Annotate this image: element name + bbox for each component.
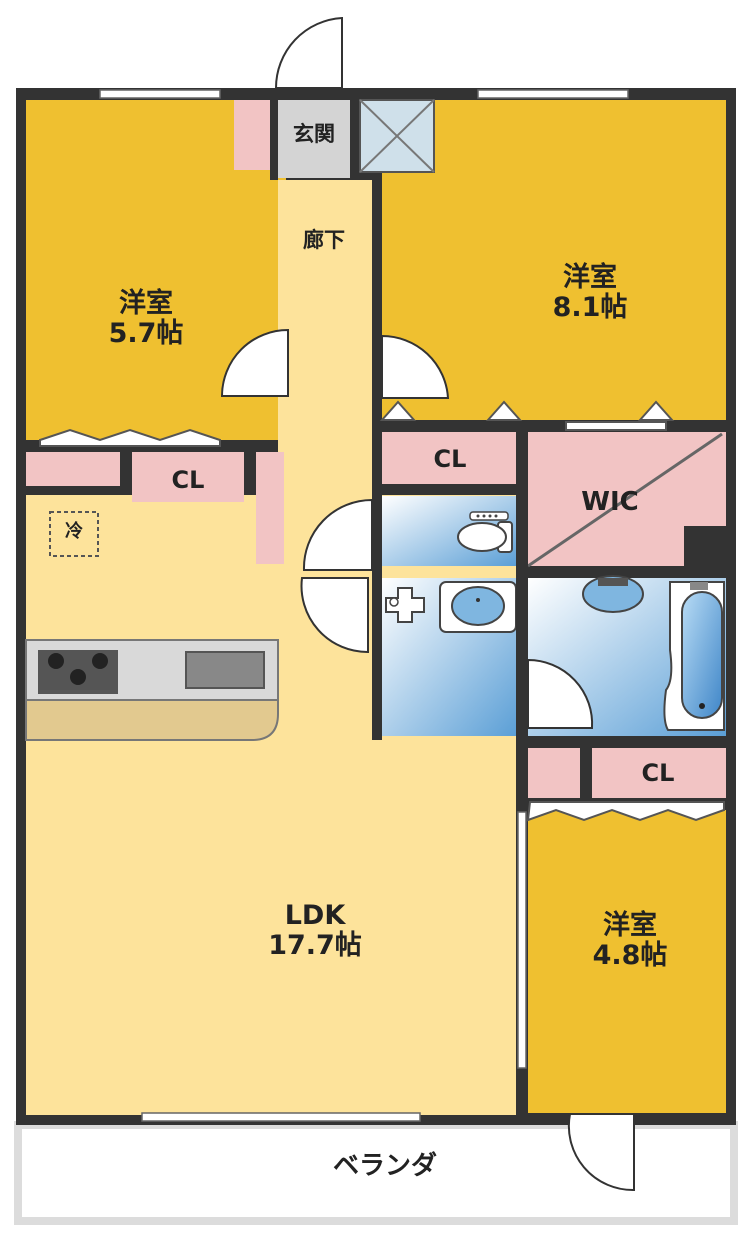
closet-se: [592, 748, 726, 798]
room-name-western-se: 洋室: [603, 910, 657, 941]
bathtub-icon: [663, 581, 725, 731]
closet-label-w: CL: [171, 466, 205, 494]
stove-icon: [38, 650, 118, 694]
door-bath: [527, 658, 594, 729]
window-ne: [477, 89, 629, 99]
window-nw: [99, 89, 221, 99]
room-size-western-ne: 8.1帖: [552, 292, 628, 323]
room-size-western-nw: 5.7帖: [108, 318, 184, 349]
door-veranda: [567, 1113, 635, 1192]
door-ldk: [300, 577, 369, 654]
door-entrance: [274, 16, 343, 89]
bath-sink-icon: [582, 575, 644, 613]
closet-label-mid: CL: [433, 445, 467, 473]
window-se: [517, 811, 527, 1069]
closet-label-se: CL: [641, 759, 675, 787]
room-size-ldk: 17.7帖: [268, 930, 362, 961]
window-ldk: [141, 1112, 421, 1122]
closet-mid: [382, 432, 516, 484]
room-western-ne: [382, 100, 726, 420]
room-western-se: [528, 810, 726, 1113]
sink-icon: [185, 651, 265, 689]
washer-tap-icon: [385, 587, 425, 623]
room-size-western-se: 4.8帖: [592, 940, 668, 971]
closet-shoe: [26, 452, 120, 486]
closet-w: [132, 452, 244, 502]
toilet-icon: [457, 511, 513, 553]
fridge-label: 冷: [65, 521, 83, 542]
room-name-western-ne: 洋室: [563, 262, 617, 293]
door-nw: [220, 328, 289, 397]
entrance-label: 玄関: [293, 122, 335, 146]
door-ne: [381, 334, 450, 399]
room-name-western-nw: 洋室: [119, 288, 173, 319]
fridge-space: [49, 511, 99, 557]
hallway-label: 廊下: [303, 228, 345, 252]
room-name-ldk: LDK: [284, 900, 346, 931]
closet-hall: [256, 452, 284, 564]
veranda-label: ベランダ: [332, 1151, 437, 1181]
closet-entrance: [234, 100, 270, 170]
closet-se-small: [528, 748, 580, 798]
washbasin-icon: [439, 581, 517, 633]
entrance: [278, 100, 350, 178]
door-toilet: [302, 498, 373, 571]
wic-label: WIC: [581, 487, 639, 517]
